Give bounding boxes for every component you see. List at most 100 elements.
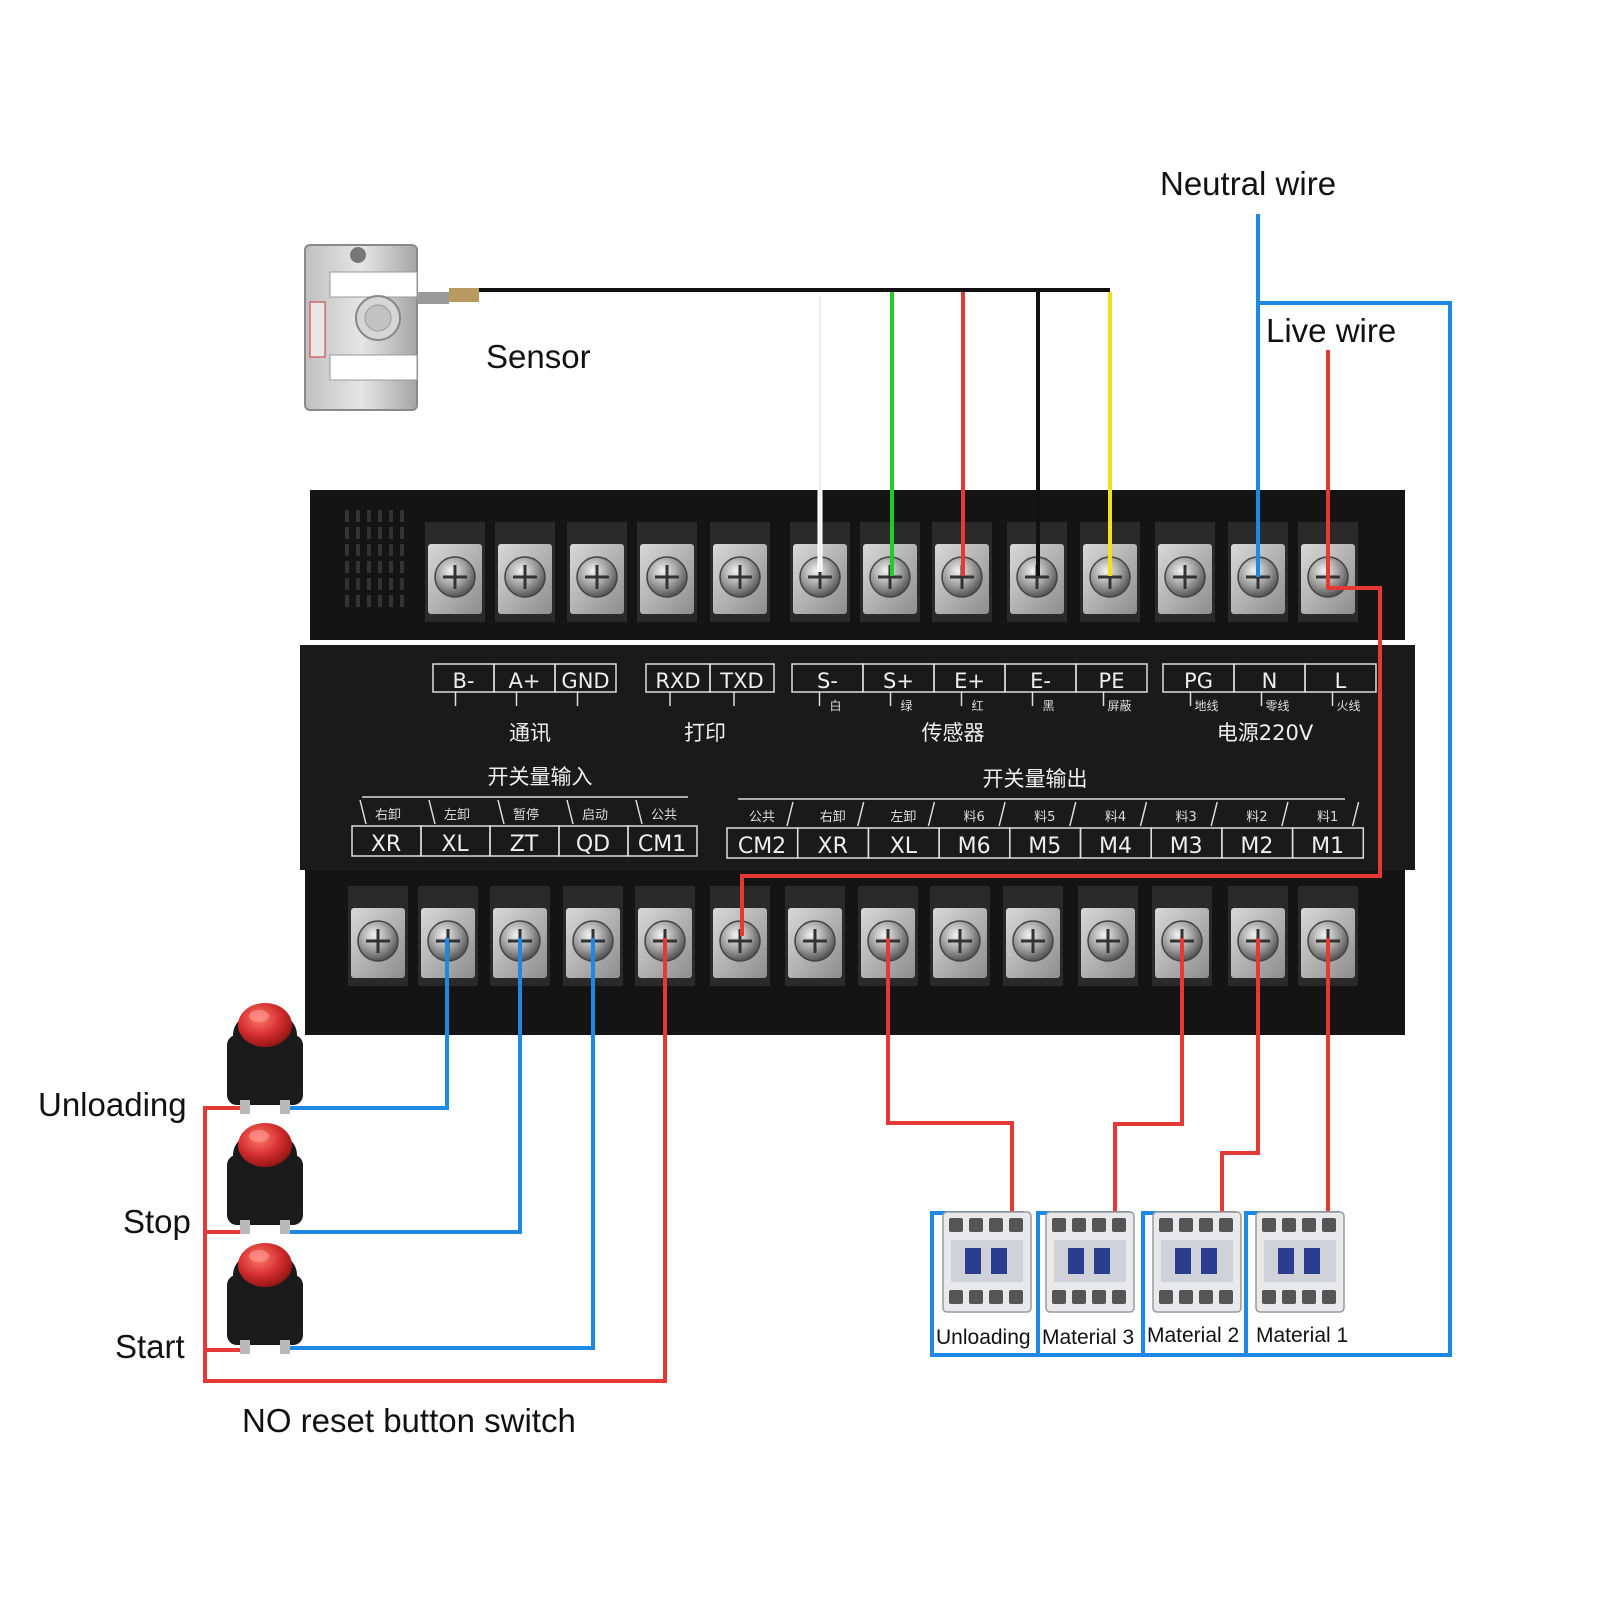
contactor-screw — [1179, 1218, 1193, 1232]
bottom-terminal-10 — [1003, 886, 1063, 986]
label-tick — [1210, 801, 1218, 827]
label-tick — [635, 799, 643, 825]
terminal-label-box — [709, 663, 775, 693]
top-terminal-2 — [495, 522, 555, 622]
contactor-screw — [949, 1290, 963, 1304]
contactor-material-1 — [1255, 1211, 1345, 1313]
button-pin — [240, 1220, 250, 1234]
button-highlight — [249, 1010, 269, 1022]
vent-slot — [356, 510, 360, 522]
contactor-blue-window — [1278, 1248, 1294, 1274]
contactor-unloading — [942, 1211, 1032, 1313]
terminal-label: XR — [371, 832, 401, 857]
live-wire-label: Live wire — [1266, 312, 1397, 349]
contactor-screw — [1159, 1290, 1173, 1304]
vent-slot — [345, 510, 349, 522]
contactor-screw — [1219, 1290, 1233, 1304]
vent-slot — [389, 510, 393, 522]
vent-slot — [378, 561, 382, 573]
bottom-terminal-9 — [930, 886, 990, 986]
terminal-label: M6 — [958, 834, 991, 859]
wires — [203, 214, 1452, 1383]
terminal-label: E+ — [954, 669, 985, 693]
label-tick — [1281, 801, 1289, 827]
terminal-label: N — [1262, 669, 1278, 693]
contactor-front — [951, 1240, 1023, 1282]
contactor-screw — [1302, 1290, 1316, 1304]
terminal-sublabel: 火线 — [1336, 699, 1360, 713]
terminal-sublabel: 料2 — [1246, 810, 1267, 825]
button-pin — [240, 1340, 250, 1354]
contactor-screw — [1179, 1290, 1193, 1304]
push-button-start — [227, 1243, 303, 1354]
contactor-blue-window — [1304, 1248, 1320, 1274]
group-title: 打印 — [684, 721, 726, 745]
push-buttons — [227, 1003, 303, 1354]
input-wire-qd-start — [288, 938, 595, 1350]
contactor-screw — [1072, 1218, 1086, 1232]
vent-slot — [400, 527, 404, 539]
button-cap — [238, 1123, 292, 1167]
vent-slot — [389, 578, 393, 590]
live-wire-to-cm2 — [740, 350, 1382, 936]
terminal-label: TXD — [719, 669, 763, 693]
terminal-sublabel: 料1 — [1317, 810, 1338, 825]
vent-slot — [367, 578, 371, 590]
button-pin — [280, 1220, 290, 1234]
contactor-blue-window — [1068, 1248, 1084, 1274]
contactor-blue-window — [1094, 1248, 1110, 1274]
contactor-screw — [1052, 1218, 1066, 1232]
terminal-label: M3 — [1170, 834, 1203, 859]
label-tick — [998, 801, 1006, 827]
contactor-screw — [1009, 1218, 1023, 1232]
contactor-label-material-3: Material 3 — [1042, 1326, 1135, 1349]
contactor-screw — [1009, 1290, 1023, 1304]
terminal-label: S- — [817, 669, 838, 693]
button-pin — [240, 1100, 250, 1114]
vent-slot — [345, 544, 349, 556]
contactor-screw — [1112, 1290, 1126, 1304]
label-tick — [428, 799, 436, 825]
contactor-screw — [1052, 1290, 1066, 1304]
push-button-stop — [227, 1123, 303, 1234]
terminal-sublabel: 黑 — [1042, 699, 1054, 713]
contactor-screw — [949, 1218, 963, 1232]
terminal-sublabel: 红 — [971, 698, 983, 713]
top-terminal-11 — [1155, 522, 1215, 622]
terminal-label: M4 — [1099, 834, 1132, 859]
contactor-material-2 — [1152, 1211, 1242, 1313]
vent-slot — [356, 561, 360, 573]
terminal-sublabel: 料5 — [1034, 810, 1055, 825]
contactor-screw — [1282, 1290, 1296, 1304]
vent-slot — [400, 561, 404, 573]
contactor-screw — [1159, 1218, 1173, 1232]
label-tick — [1069, 801, 1077, 827]
contactor-screw — [1112, 1218, 1126, 1232]
contactor-screw — [1199, 1290, 1213, 1304]
terminal-label: M2 — [1240, 834, 1273, 859]
label-tick — [359, 799, 367, 825]
contactor-screw — [989, 1290, 1003, 1304]
vent-slot — [389, 561, 393, 573]
terminal-label: GND — [561, 669, 609, 693]
contactors — [942, 1211, 1345, 1313]
terminal-label: XL — [441, 832, 469, 857]
top-terminal-4 — [637, 522, 697, 622]
contactor-label-unloading: Unloading — [936, 1326, 1031, 1349]
terminal-sublabel: 白 — [829, 698, 841, 713]
terminal-sublabel: 公共 — [749, 810, 775, 825]
group-title: 电源220V — [1217, 721, 1314, 745]
top-terminal-row — [425, 522, 1358, 622]
terminal-label: A+ — [509, 669, 541, 693]
vent-slot — [389, 527, 393, 539]
vent-slot — [367, 544, 371, 556]
top-terminal-5 — [710, 522, 770, 622]
terminal-sublabel: 右卸 — [375, 807, 401, 823]
terminal-label-box — [627, 825, 698, 857]
button-pin — [280, 1100, 290, 1114]
output-wire-xl-unloading — [886, 938, 1014, 1215]
contactor-screw — [969, 1218, 983, 1232]
terminal-label: E- — [1030, 669, 1051, 693]
contactor-screw — [1322, 1218, 1336, 1232]
